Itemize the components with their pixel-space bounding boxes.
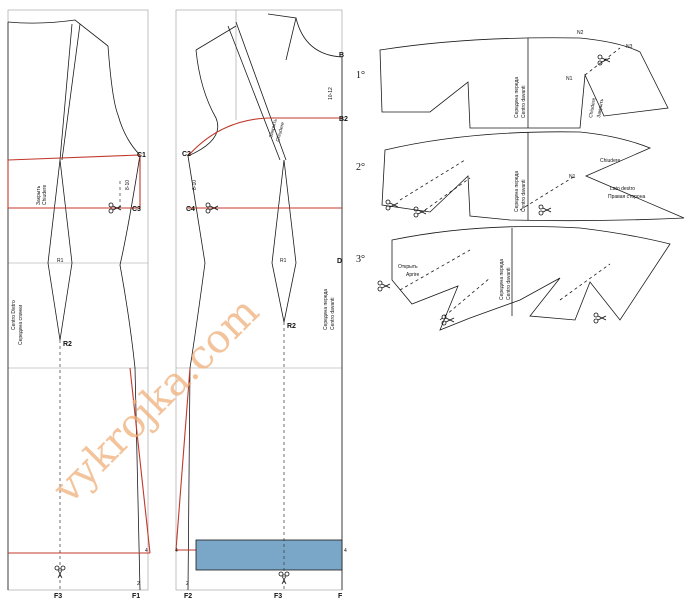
front-label-measure-top: 10-12 — [328, 87, 334, 100]
yoke3-label-cf-ru: Середина переда — [499, 259, 505, 300]
front-neckline — [295, 17, 343, 58]
scissors-icon — [377, 280, 391, 292]
front-label-2: 2 — [186, 581, 189, 587]
yoke3-label-cf-it: Centro davanti — [506, 267, 512, 300]
yoke2-label-n1: N1 — [569, 174, 576, 180]
yoke1-label-n2: N2 — [577, 30, 584, 36]
front-label-close-ru: Закрыть — [268, 118, 279, 139]
front-label-f: F — [338, 593, 343, 600]
yoke-step-2 — [381, 131, 685, 222]
back-label-cb-it: Centro Dietro — [11, 300, 17, 330]
yoke2-label-side-ru: Правая сторона — [608, 194, 645, 200]
yoke2-label-chiudere: Chiudere — [600, 158, 621, 164]
front-label-b2: B2 — [339, 116, 348, 123]
back-label-f1: F1 — [132, 593, 140, 600]
step-3-label: 3° — [356, 254, 365, 265]
yoke-step-3 — [391, 226, 671, 331]
back-label-f3: F3 — [54, 593, 62, 600]
front-label-c2: C2 — [182, 151, 191, 158]
back-shoulder-dart — [59, 23, 81, 161]
scissors-icon — [413, 206, 427, 218]
front-label-cf-it: Centro davanti — [330, 297, 336, 330]
yoke2-label-side-it: Lato destro — [610, 186, 635, 192]
back-label-close-it: Chiudere — [42, 184, 48, 205]
yoke2-label-cf-ru: Середина переда — [514, 171, 520, 212]
front-label-r2: R2 — [287, 323, 296, 330]
back-armhole — [107, 45, 141, 156]
back-label-c3: C3 — [132, 206, 141, 213]
back-waist-dart — [47, 159, 73, 341]
yoke-step-1 — [379, 37, 669, 129]
scissors-icon — [385, 199, 399, 211]
front-label-close-it: Chiudere — [275, 121, 286, 142]
scissors-icon — [278, 571, 290, 585]
back-label-r2: R2 — [63, 341, 72, 348]
front-label-b: B — [339, 52, 344, 59]
front-label-f3: F3 — [274, 593, 282, 600]
back-label-4: 4 — [145, 548, 148, 554]
front-label-4b: 4 — [344, 548, 347, 554]
back-label-close-ru: Закрыть — [36, 185, 42, 205]
front-label-4a: 4 — [175, 548, 178, 554]
front-side-seam — [187, 155, 206, 591]
front-hem-highlight — [195, 539, 343, 571]
back-label-2: 2 — [137, 581, 140, 587]
back-dashed-lines — [59, 180, 121, 590]
yoke2-label-cf-it: Centro davanti — [521, 179, 527, 212]
front-waist-dart — [271, 159, 297, 323]
yoke1-label-n1: N1 — [566, 76, 573, 82]
scissors-icon — [108, 202, 122, 214]
back-side-seam — [119, 154, 141, 591]
yoke1-label-cf-ru: Середина переда — [514, 77, 520, 118]
front-label-d: D — [337, 258, 342, 265]
scissors-icon — [593, 312, 607, 324]
scissors-icon — [205, 202, 219, 214]
step-1-label: 1° — [356, 70, 365, 81]
back-label-measure: 8-10 — [125, 180, 131, 190]
front-shoulder-dart — [227, 21, 287, 161]
front-label-c4: C4 — [186, 206, 195, 213]
front-label-r1: R1 — [280, 258, 287, 264]
scissors-icon — [54, 565, 66, 579]
front-label-cf-ru: Середина переда — [323, 289, 329, 330]
back-label-c1: C1 — [137, 152, 146, 159]
back-construction-lines — [7, 154, 151, 554]
scissors-icon — [597, 54, 611, 66]
scissors-icon — [538, 204, 552, 216]
yoke1-label-cf-it: Centro davanti — [521, 85, 527, 118]
front-armhole — [187, 25, 237, 157]
front-pattern-panel — [175, 9, 343, 591]
front-grid-frame — [175, 9, 343, 591]
step-2-label: 2° — [356, 162, 365, 173]
yoke3-label-open-it: Aprire — [406, 272, 420, 278]
yoke1-label-close-it: Chiudere — [588, 97, 597, 118]
yoke1-label-close-ru: Закрыть — [596, 98, 605, 118]
scissors-icon — [441, 314, 455, 326]
yoke3-label-open-ru: Открыть — [398, 264, 418, 270]
back-label-r1: R1 — [57, 258, 64, 264]
back-neckline — [7, 19, 109, 47]
yoke1-label-n3: N3 — [626, 44, 633, 50]
front-label-measure-side: 8-10 — [192, 180, 198, 190]
front-label-f2: F2 — [184, 593, 192, 600]
watermark: vykrojka.com — [44, 288, 268, 512]
back-label-cb-ru: Середина спинки — [18, 305, 24, 345]
